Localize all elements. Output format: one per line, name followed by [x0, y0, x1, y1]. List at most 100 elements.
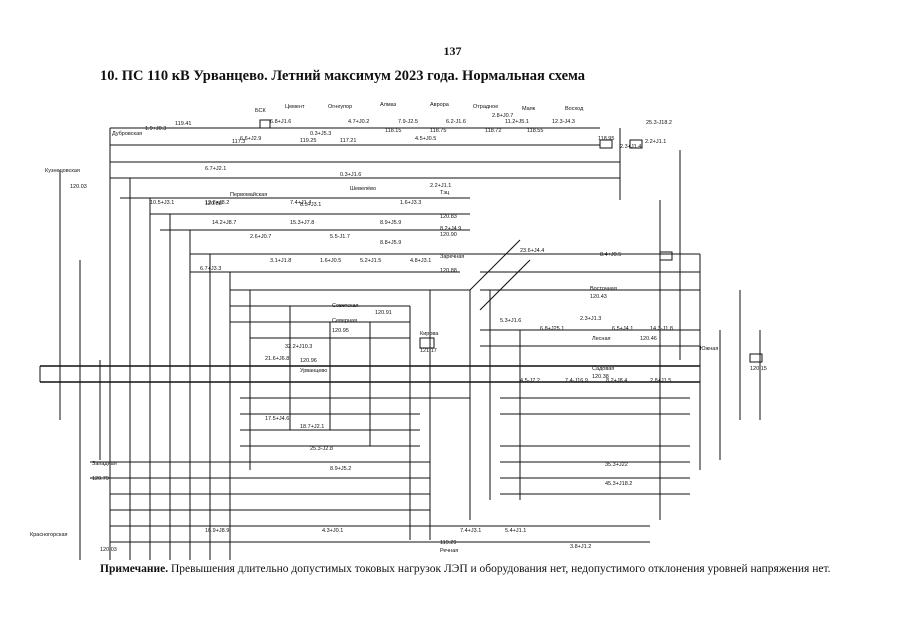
node-label: Аврора — [430, 102, 450, 108]
node-value: 118.95 — [598, 136, 614, 142]
flow-value: 25.3-J18.2 — [646, 120, 672, 126]
node-label: Советская — [332, 303, 359, 309]
node-label: Западная — [92, 461, 117, 467]
flow-value: 0.3+J5.3 — [310, 131, 331, 137]
flow-value: 8.4+J0.5 — [600, 252, 621, 258]
flow-value: 17.5+J4.6 — [265, 416, 289, 422]
node-value: 120.91 — [375, 310, 392, 316]
flow-value: 6.7+J2.1 — [205, 166, 226, 172]
node-value: 120.88 — [440, 268, 457, 274]
node-label: БСК — [255, 108, 267, 114]
flow-value: 1.6+J3.3 — [400, 200, 421, 206]
node-value: 120.96 — [300, 358, 317, 364]
flow-value: 2.2+J1.1 — [645, 139, 666, 145]
flow-value: 6.7+J3.3 — [200, 266, 221, 272]
node-value: 117.3 — [232, 139, 245, 145]
flow-value: 4.8+J3.1 — [410, 258, 431, 264]
flow-value: 7.4+J1.4 — [290, 200, 311, 206]
flow-value: 8.2+J4.9 — [440, 226, 461, 232]
node-value: 120.88 — [205, 201, 222, 207]
node-value: 119.29 — [440, 540, 456, 546]
node-label: Лесная — [592, 336, 611, 342]
node-label: Кузнецовская — [45, 168, 80, 174]
node-label: Дубровская — [112, 131, 142, 137]
node-label: Садовая — [592, 366, 614, 372]
node-label: Маяк — [522, 106, 536, 112]
node-label: Северная — [332, 318, 357, 324]
flow-value: 1.6+J0.5 — [320, 258, 341, 264]
flow-value: 4.5+J0.5 — [415, 136, 436, 142]
node-label: Тэц — [440, 190, 450, 196]
node-label: Заречная — [440, 254, 464, 260]
node-value: 120.38 — [592, 374, 609, 380]
flow-value: 2.3+J1.4 — [620, 144, 641, 150]
node-label: Цемент — [285, 104, 305, 110]
flow-value: 7.4-J16.9 — [565, 378, 588, 384]
flow-value: 6.8+J25.1 — [540, 326, 564, 332]
flow-value: 8.9+J5.9 — [380, 220, 401, 226]
node-label: Отрадное — [473, 104, 498, 110]
flow-value: 10.5+J3.1 — [150, 200, 174, 206]
flow-value: 21.6+J6.8 — [265, 356, 289, 362]
page-number: 137 — [443, 44, 462, 58]
node-label: Восход — [565, 106, 584, 112]
flow-value: 2.2+J1.1 — [430, 183, 451, 189]
flow-value: 8.2+J8.4 — [606, 378, 627, 384]
page-title: 10. ПС 110 кВ Урванцево. Летний максимум… — [100, 68, 586, 84]
flow-value: 4.3+J0.1 — [322, 528, 343, 534]
node-value: 118.55 — [527, 128, 543, 134]
flow-value: 8.8+J5.9 — [380, 240, 401, 246]
node-label: Речная — [440, 548, 458, 554]
node-label: Урванцево — [300, 368, 327, 374]
node-value: 120.79 — [92, 476, 109, 482]
flow-value: 5.3+J1.6 — [500, 318, 521, 324]
flow-value: 45.3+J18.2 — [605, 481, 632, 487]
flow-value: 7.4+J3.1 — [460, 528, 481, 534]
flow-value: 14.2+J8.7 — [212, 220, 236, 226]
node-label: Огнеупор — [328, 104, 352, 110]
flow-value: 6.8+J1.6 — [270, 119, 291, 125]
flow-value: 2.8+J1.5 — [650, 378, 671, 384]
node-label: Первомайская — [230, 191, 267, 198]
flow-value: 35.3+J22 — [605, 462, 628, 468]
flow-value: 4.7+J0.2 — [348, 119, 369, 125]
node-value: 120.43 — [590, 294, 607, 300]
note: Примечание. Превышения длительно допусти… — [100, 562, 845, 577]
node-value: 120.03 — [100, 547, 117, 553]
flow-value: 6.5+J4.1 — [612, 326, 633, 332]
node-label: Шевелёво — [350, 186, 376, 192]
flow-value: 5.4+J1.1 — [505, 528, 526, 534]
flow-value: 2.8+J0.7 — [492, 113, 513, 119]
flow-value: 6.2-J1.6 — [446, 119, 466, 125]
node-value: 118.15 — [385, 128, 401, 134]
flow-value: 8.9+J5.2 — [330, 466, 351, 472]
node-value: 119.41 — [175, 121, 191, 127]
flow-value: 0.3+J1.6 — [340, 172, 361, 178]
flow-value: 8.5+J3.1 — [300, 202, 321, 208]
node-value: 118.75 — [430, 128, 446, 134]
node-value: 118.72 — [485, 128, 501, 134]
flow-value: 5.5-J1.7 — [330, 234, 350, 240]
node-value: 121.17 — [420, 348, 437, 354]
node-value: 117.21 — [340, 138, 356, 144]
node-label: Алмаз — [380, 102, 397, 108]
node-label: Восточная — [590, 286, 617, 292]
flow-value: 25.3-J2.8 — [310, 446, 333, 452]
node-value: 120.03 — [70, 184, 87, 190]
node-value: 119.25 — [300, 138, 316, 144]
node-value: 120.95 — [332, 328, 349, 334]
flow-value: 12.3-J4.3 — [552, 119, 575, 125]
note-label: Примечание. — [100, 563, 169, 575]
note-text: Превышения длительно допустимых токовых … — [170, 563, 831, 575]
flow-value: 32.2+J10.3 — [285, 344, 312, 350]
flow-value: 3.8+J1.2 — [570, 544, 591, 550]
node-value: 120.83 — [440, 214, 457, 220]
flow-value: 7.9-J2.5 — [398, 119, 418, 125]
flow-value: 2.3+J1.3 — [580, 316, 601, 322]
node-value: 120.46 — [640, 336, 657, 342]
node-label: Южная — [700, 346, 718, 352]
flow-value: 2.6+J0.7 — [250, 234, 271, 240]
flow-value: 18.7+J2.1 — [300, 424, 324, 430]
node-label: Кирова — [420, 331, 439, 337]
